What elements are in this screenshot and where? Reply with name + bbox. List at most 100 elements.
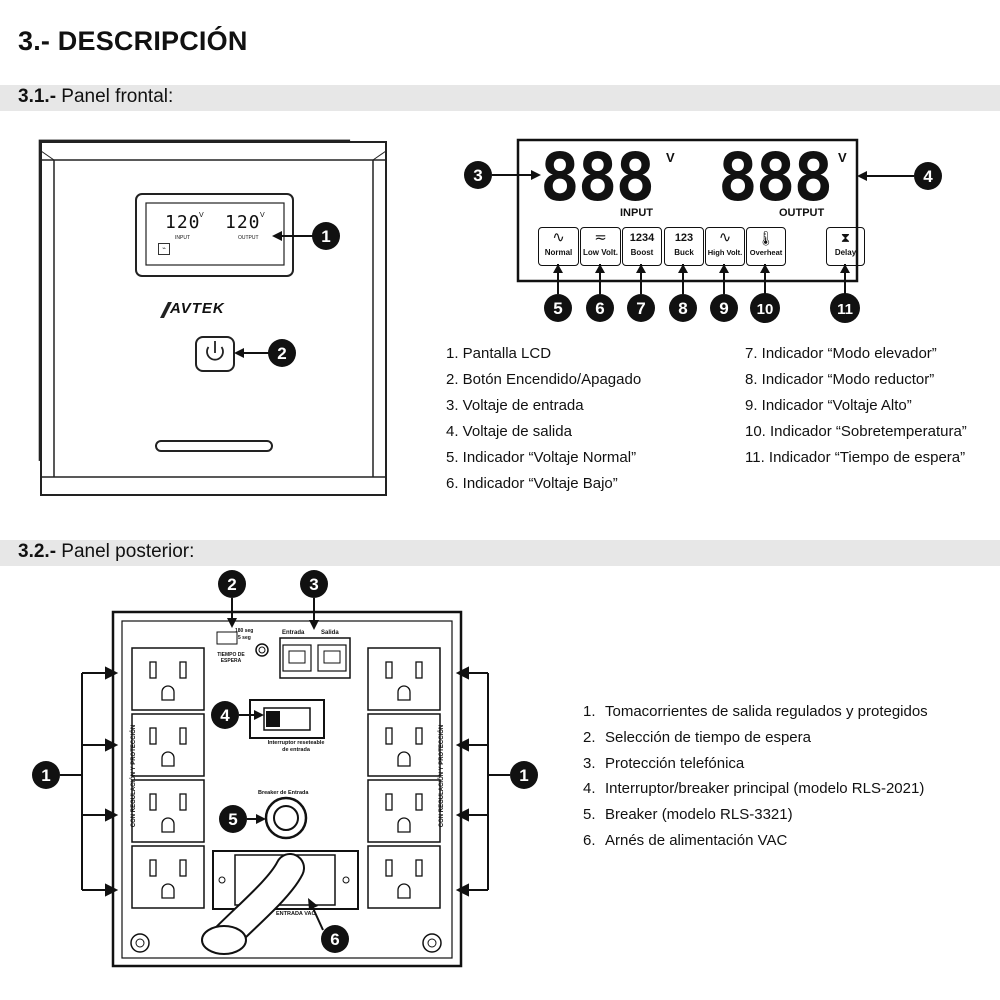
sine-wave-icon: ∿ xyxy=(552,229,565,246)
callout-number: 8 xyxy=(678,299,687,318)
outlet-ground xyxy=(161,685,175,701)
power-icon xyxy=(206,341,224,361)
outlet-slot xyxy=(149,727,157,745)
section-label: Panel posterior: xyxy=(56,541,195,562)
lcd-input-label: INPUT xyxy=(175,235,190,241)
outlet-slot xyxy=(149,793,157,811)
list-item: 4. Voltaje de salida xyxy=(446,423,572,440)
outlet-ground xyxy=(161,817,175,833)
section-header-rear-panel: 3.2.- Panel posterior: xyxy=(0,540,1000,566)
small-status-icon: ⌁ xyxy=(158,243,170,255)
callout-number: 2 xyxy=(277,344,286,363)
outlet-ground xyxy=(161,883,175,899)
callout-number: 6 xyxy=(595,299,604,318)
outlet-ground xyxy=(397,817,411,833)
list-item: 7. Indicador “Modo elevador” xyxy=(745,345,937,362)
outlet-slot xyxy=(415,727,423,745)
list-item: 2. Botón Encendido/Apagado xyxy=(446,371,642,388)
section-number: 3.2.- xyxy=(18,541,57,562)
list-item: 6.Arnés de alimentación VAC xyxy=(583,831,788,849)
entrada-label: Entrada xyxy=(282,630,305,636)
list-item: 3. Voltaje de entrada xyxy=(446,397,584,414)
low-wave-icon: ≂ xyxy=(594,229,607,246)
rear-list: 1.Tomacorrientes de salida regulados y p… xyxy=(583,699,928,854)
list-item: 8. Indicador “Modo reductor” xyxy=(745,371,935,388)
delay-5-label: 5 seg xyxy=(238,635,251,641)
lcd-input-reading: 120 xyxy=(165,212,201,233)
callout-number: 5 xyxy=(228,810,237,829)
outlet-slot xyxy=(385,661,393,679)
lcd-output-digits: 888 xyxy=(718,139,833,216)
outlet-ground xyxy=(161,751,175,767)
outlet-slot xyxy=(179,727,187,745)
outlet-slot xyxy=(179,661,187,679)
indicator-boost: 1234 Boost xyxy=(622,227,662,266)
callout-number: 10 xyxy=(757,301,774,318)
outlet-slot xyxy=(415,793,423,811)
indicator-normal: ∿ Normal xyxy=(538,227,579,266)
rear-panel-illustration: 1 1 2 3 4 5 6 xyxy=(32,570,538,968)
callout-number: 3 xyxy=(309,575,318,594)
section-number: 3.1.- xyxy=(18,86,57,107)
outlet-slot xyxy=(415,859,423,877)
callouts-5-to-11: 5 6 7 8 9 10 11 xyxy=(544,264,860,323)
lcd-output-unit: V xyxy=(838,150,847,165)
outlet-ground xyxy=(397,751,411,767)
side-label-right: CON REGULACIÓN Y PROTECCIÓN xyxy=(439,724,445,828)
lcd-unit-in: V xyxy=(199,212,204,219)
indicator-overheat: 🌡 Overheat xyxy=(746,227,786,266)
callout-number: 1 xyxy=(41,766,50,785)
cord-label: ENTRADA VAC xyxy=(276,911,316,917)
callout-number: 9 xyxy=(719,299,728,318)
callout-number: 1 xyxy=(519,766,528,785)
list-item: 1. Pantalla LCD xyxy=(446,345,552,362)
callout-number: 3 xyxy=(473,166,482,185)
lcd-unit-out: V xyxy=(260,212,265,219)
lcd-detail-diagram: 3 4 xyxy=(464,138,942,283)
outlet-slot xyxy=(385,859,393,877)
callout-number: 5 xyxy=(553,299,562,318)
lcd-input-unit: V xyxy=(666,150,675,165)
callout-number: 4 xyxy=(923,167,933,186)
brand-logo: AVTEK xyxy=(170,300,225,317)
outlet-ground xyxy=(397,883,411,899)
side-label-left: CON REGULACIÓN Y PROTECCIÓN xyxy=(131,724,137,828)
lcd-output-reading: 120 xyxy=(225,212,261,233)
list-item: 1.Tomacorrientes de salida regulados y p… xyxy=(583,703,928,720)
outlet-ground xyxy=(397,685,411,701)
list-item: 2.Selección de tiempo de espera xyxy=(583,728,811,746)
list-item: 11. Indicador “Tiempo de espera” xyxy=(745,449,966,466)
outlet-slot xyxy=(149,661,157,679)
callout-number: 1 xyxy=(321,227,330,246)
breaker-label: Breaker de Entrada xyxy=(258,790,309,796)
list-item: 5.Breaker (modelo RLS-3321) xyxy=(583,806,793,824)
section-label: Panel frontal: xyxy=(56,86,174,107)
outlet-slot xyxy=(179,793,187,811)
front-list-left: 1. Pantalla LCD 2. Botón Encendido/Apaga… xyxy=(446,341,641,497)
indicator-low-volt: ≂ Low Volt. xyxy=(580,227,621,266)
list-item: 10. Indicador “Sobretemperatura” xyxy=(745,423,967,440)
callout-number: 7 xyxy=(636,299,645,318)
callout-1-front: 1 xyxy=(272,222,340,250)
high-wave-icon: ∿ xyxy=(718,229,732,246)
section-header-front-panel: 3.1.- Panel frontal: xyxy=(0,85,1000,111)
outlet-slot xyxy=(179,859,187,877)
delay-180-label: 180 seg xyxy=(235,628,254,634)
indicator-delay: ⧗ Delay xyxy=(826,227,865,266)
indicator-buck: 123 Buck xyxy=(664,227,704,266)
delay-label: TIEMPO DE ESPERA xyxy=(217,652,245,664)
outlet-slot xyxy=(385,793,393,811)
lcd-input-digits: 888 xyxy=(540,139,655,216)
front-list-right: 7. Indicador “Modo elevador” 8. Indicado… xyxy=(745,341,967,471)
callout-number: 11 xyxy=(837,301,853,318)
list-item: 9. Indicador “Voltaje Alto” xyxy=(745,397,912,414)
ups-front-body xyxy=(40,141,387,496)
page-title: 3.- DESCRIPCIÓN xyxy=(18,26,248,56)
callout-number: 4 xyxy=(220,706,230,725)
salida-label: Salida xyxy=(321,630,339,636)
hourglass-icon: ⧗ xyxy=(840,230,851,245)
list-item: 5. Indicador “Voltaje Normal” xyxy=(446,449,637,466)
indicator-high-volt: ∿ High Volt. xyxy=(705,227,745,266)
list-item: 6. Indicador “Voltaje Bajo” xyxy=(446,475,618,492)
list-item: 4.Interruptor/breaker principal (modelo … xyxy=(583,780,925,798)
